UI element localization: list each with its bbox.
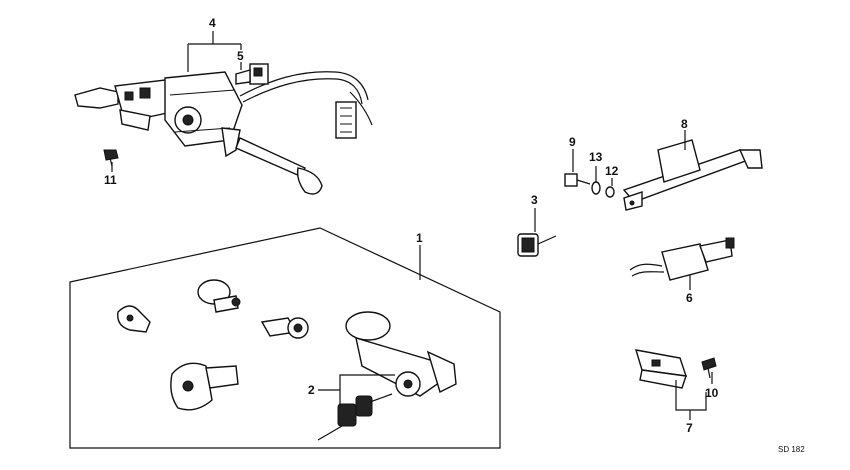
switch-6 xyxy=(629,237,735,281)
leader-lines xyxy=(111,31,713,420)
combination-switch-assembly xyxy=(74,63,373,195)
callout-10: 10 xyxy=(705,386,719,400)
lock-cylinder-small xyxy=(117,305,151,333)
callout-11: 11 xyxy=(104,173,117,187)
callout-2: 2 xyxy=(308,383,315,397)
washer-12 xyxy=(605,186,615,198)
washer-13 xyxy=(591,181,601,195)
switch-7 xyxy=(635,349,688,389)
callout-4: 4 xyxy=(209,16,216,30)
keys-2 xyxy=(317,393,393,441)
callout-13: 13 xyxy=(589,150,603,164)
lock-cylinder-round xyxy=(197,279,241,313)
callout-6: 6 xyxy=(686,291,693,305)
callout-9: 9 xyxy=(569,135,576,149)
lock-set-outline xyxy=(69,227,501,449)
screw-11 xyxy=(103,149,119,167)
callout-12: 12 xyxy=(605,164,619,178)
callout-3: 3 xyxy=(531,193,538,207)
door-lock-cylinder xyxy=(260,317,309,339)
trunk-lock-cylinder xyxy=(170,362,239,411)
callout-7: 7 xyxy=(686,421,693,435)
steering-lock-assembly xyxy=(345,311,457,397)
drawing-code: SD 182 xyxy=(778,445,805,454)
callout-8: 8 xyxy=(681,117,688,131)
key-3 xyxy=(517,233,557,257)
bracket-8 xyxy=(622,139,763,211)
callout-5: 5 xyxy=(237,49,244,63)
bolt-9 xyxy=(564,173,591,187)
screw-10 xyxy=(701,357,717,379)
callout-1: 1 xyxy=(416,231,423,245)
